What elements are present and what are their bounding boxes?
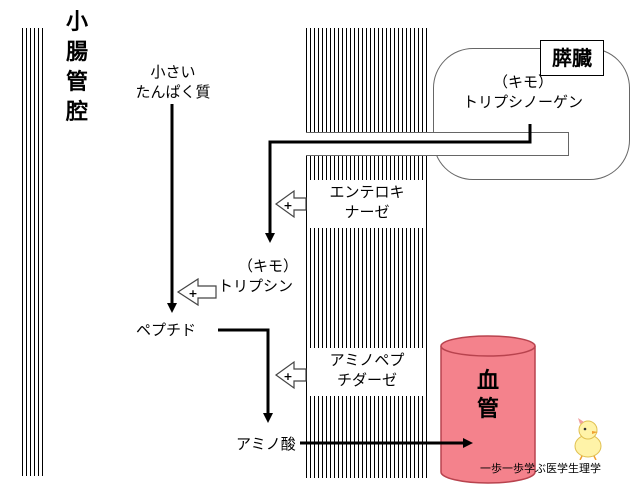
blood-vessel-char-1: 血 (476, 369, 499, 394)
pancreas-label: 膵臓 (540, 40, 604, 76)
plus-sign-1: + (283, 199, 292, 212)
small-protein-line2: たんぱく質 (135, 83, 211, 101)
promote-arrow-aminopeptidase: + (274, 360, 307, 390)
blood-vessel-char-2: 管 (476, 397, 499, 422)
left-wall-band (22, 28, 44, 476)
aminopeptidase-line2: チダーゼ (336, 371, 397, 389)
enterokinase-line2: ナーゼ (344, 203, 390, 221)
small-protein-line1: 小さい (150, 63, 196, 81)
plus-sign-3: + (283, 370, 292, 383)
amino-acid-label: アミノ酸 (236, 435, 296, 453)
arrow-peptide-to-amino-acid (218, 328, 273, 423)
aminopeptidase-label: アミノペプ チダーゼ (308, 348, 426, 396)
epithelium-column (306, 28, 428, 478)
trypsin-label: （キモ） トリプシン (218, 256, 318, 296)
lumen-title-char-1: 小 (65, 10, 88, 35)
promote-arrow-enterokinase: + (274, 189, 307, 219)
small-protein-label: 小さい たんぱく質 (118, 62, 228, 102)
blood-vessel-top (440, 335, 536, 357)
trypsinogen-label: （キモ） トリプシノーゲン (438, 72, 608, 112)
trypsin-line1: （キモ） (238, 257, 299, 275)
enterokinase-line1: エンテロキ (329, 183, 405, 201)
blood-vessel (440, 335, 536, 484)
lumen-title-char-3: 管 (65, 70, 88, 95)
watermark-text: 一歩一歩学ぶ医学生理学 (480, 462, 601, 475)
chick-logo-icon (574, 418, 602, 460)
pancreatic-duct (306, 132, 569, 156)
plus-sign-2: + (188, 287, 197, 300)
blood-vessel-body (440, 346, 536, 484)
trypsinogen-line2: トリプシノーゲン (462, 93, 583, 111)
promote-arrow-trypsin: + (176, 277, 217, 307)
lumen-title-char-4: 腔 (65, 100, 88, 125)
peptide-label: ペプチド (136, 321, 197, 339)
blood-vessel-label: 血 管 (438, 368, 538, 424)
aminopeptidase-line1: アミノペプ (329, 351, 405, 369)
trypsin-line2: トリプシン (218, 277, 294, 295)
lumen-title: 小 腸 管 腔 (62, 8, 92, 128)
arrow-activation-path (265, 124, 532, 243)
enterokinase-label: エンテロキ ナーゼ (308, 180, 426, 228)
trypsinogen-line1: （キモ） (492, 73, 553, 91)
lumen-title-char-2: 腸 (65, 40, 88, 65)
